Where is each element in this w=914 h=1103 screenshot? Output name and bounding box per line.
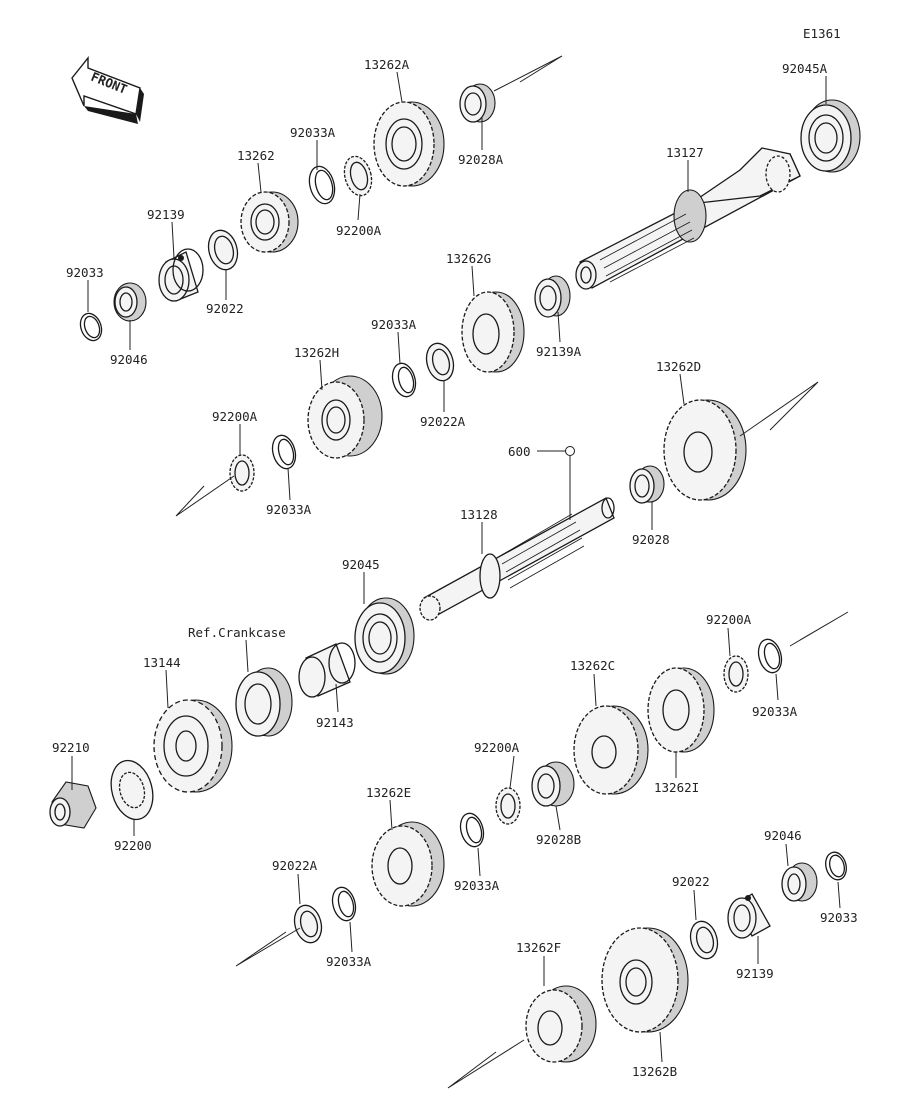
label-13262I: 13262I	[654, 780, 699, 795]
part-92143-collar	[298, 642, 356, 698]
part-92028-needle-bearing	[629, 465, 665, 504]
part-92033A-circlip-top	[308, 165, 336, 205]
label-13262E: 13262E	[366, 785, 411, 800]
part-92200A-washer-top	[343, 155, 373, 197]
label-13262B: 13262B	[632, 1064, 677, 1079]
part-13262I-gear	[647, 667, 715, 753]
bottom-guide-lines	[447, 1039, 525, 1089]
part-92046-needle-bearing-low	[781, 862, 818, 902]
part-92033A-circlip-low	[459, 812, 485, 848]
part-13262F-gear	[525, 985, 597, 1063]
lower-left-guide-lines	[235, 927, 301, 967]
label-92022-top: 92022	[206, 301, 244, 316]
part-13262B-gear	[601, 927, 689, 1033]
label-13128: 13128	[460, 507, 498, 522]
mid-left-guide-lines	[175, 475, 235, 517]
label-13262C: 13262C	[570, 658, 615, 673]
label-92028B: 92028B	[536, 832, 581, 847]
part-13262E-gear	[371, 821, 445, 907]
label-92210: 92210	[52, 740, 90, 755]
part-92033-circlip-top	[79, 312, 103, 342]
part-92033-circlip-low	[825, 851, 847, 881]
part-ref-crankcase-oil-seal	[235, 667, 293, 737]
part-13262G-gear	[461, 291, 525, 373]
part-13262A-gear	[373, 101, 445, 187]
label-92200A-low: 92200A	[474, 740, 520, 755]
label-92033-top: 92033	[66, 265, 104, 280]
label-92022-low: 92022	[672, 874, 710, 889]
part-92045-ball-bearing	[354, 597, 415, 675]
label-13262A: 13262A	[364, 57, 410, 72]
part-13262-gear	[240, 191, 299, 253]
label-92045: 92045	[342, 557, 380, 572]
label-92028A: 92028A	[458, 152, 504, 167]
part-92022A-washer-mid	[425, 342, 455, 382]
label-92033A-low2: 92033A	[326, 954, 372, 969]
label-92046-low: 92046	[764, 828, 802, 843]
label-92045A: 92045A	[782, 61, 828, 76]
part-13262D-gear	[663, 399, 747, 501]
part-13262H-gear	[307, 375, 383, 459]
part-92022A-washer-low	[293, 904, 323, 944]
diagram-code: E1361	[803, 26, 841, 41]
part-92028B-needle-bearing	[531, 761, 575, 807]
label-92028: 92028	[632, 532, 670, 547]
part-13127-output-shaft	[575, 147, 801, 290]
part-92139-bushing-low	[727, 893, 771, 939]
part-92045A-ball-bearing	[800, 99, 861, 173]
part-92210-nut	[49, 781, 97, 829]
part-92139-bushing-top	[158, 248, 204, 302]
label-92139-top: 92139	[147, 207, 185, 222]
label-92200A-top: 92200A	[336, 223, 382, 238]
part-92046-needle-bearing-top	[113, 282, 147, 322]
label-92033A-right: 92033A	[752, 704, 798, 719]
label-92143: 92143	[316, 715, 354, 730]
label-ref-crankcase: Ref.Crankcase	[188, 625, 286, 640]
label-13262H: 13262H	[294, 345, 339, 360]
upper-shaft-guide-lines	[493, 55, 563, 92]
label-92200A-mid: 92200A	[212, 409, 258, 424]
part-92200-washer	[110, 759, 154, 821]
part-600-marker	[537, 446, 575, 520]
part-92139A-bushing	[534, 275, 571, 318]
label-92200: 92200	[114, 838, 152, 853]
front-arrow-icon: FRONT	[71, 56, 144, 124]
label-13262D: 13262D	[656, 359, 701, 374]
label-92033A-mid: 92033A	[371, 317, 417, 332]
label-13144: 13144	[143, 655, 181, 670]
label-13262G: 13262G	[446, 251, 491, 266]
label-92022A-low: 92022A	[272, 858, 318, 873]
label-13127: 13127	[666, 145, 704, 160]
part-13262C-gear	[573, 705, 649, 795]
part-13128-input-shaft	[419, 497, 615, 621]
part-labels: 13262A 92028A 92045A 92033A 13262 92200A…	[52, 57, 858, 1079]
right-guide-lines	[739, 381, 819, 437]
label-92139A: 92139A	[536, 344, 582, 359]
label-92200A-right: 92200A	[706, 612, 752, 627]
label-92033A-mid2: 92033A	[266, 502, 312, 517]
label-92022A-mid: 92022A	[420, 414, 466, 429]
part-92033A-circlip-low2	[331, 886, 357, 922]
part-92028A-needle-bearing	[459, 83, 496, 123]
label-13262: 13262	[237, 148, 275, 163]
label-92033A-top: 92033A	[290, 125, 336, 140]
label-92033A-low: 92033A	[454, 878, 500, 893]
leader-lines	[71, 71, 841, 1063]
label-600: 600	[508, 444, 531, 459]
part-92033A-circlip-right	[757, 638, 783, 674]
part-92022-washer-top	[207, 229, 239, 271]
part-92022-washer-low	[689, 920, 719, 960]
lower-right-guide-lines	[789, 611, 849, 647]
label-92139-low: 92139	[736, 966, 774, 981]
part-92200A-washer-mid	[229, 454, 255, 492]
part-92200A-washer-right	[723, 655, 749, 693]
label-92046-top: 92046	[110, 352, 148, 367]
part-92033A-circlip-mid	[391, 362, 417, 398]
label-92033-low: 92033	[820, 910, 858, 925]
label-13262F: 13262F	[516, 940, 561, 955]
part-13144-sprocket	[153, 699, 233, 793]
part-92033A-circlip-mid2	[271, 434, 297, 470]
part-92200A-washer-low	[495, 787, 521, 825]
